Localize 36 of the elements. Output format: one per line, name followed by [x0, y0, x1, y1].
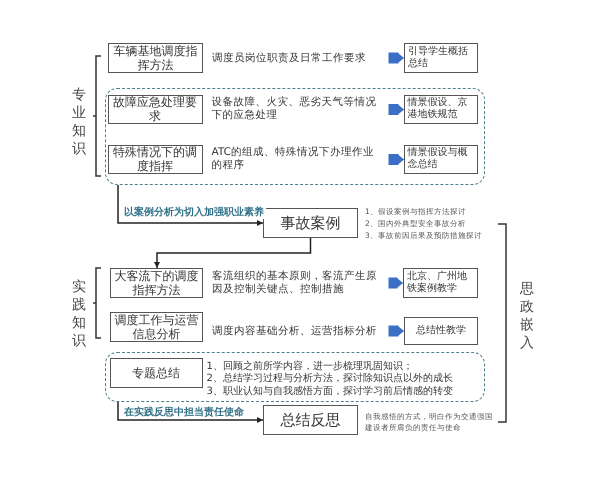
arrow [117, 402, 263, 423]
chevron-arrow [388, 154, 404, 165]
method-box: 情景假设、京港地铁规范 [404, 94, 478, 124]
process-box: 故障应急处理要求 [108, 94, 202, 124]
chevron-arrow [388, 278, 404, 288]
list-item: 1、回顾之前所学内容，进一步梳理巩固知识； [206, 360, 413, 372]
process-box: 总结反思 [263, 405, 358, 435]
arrow [154, 238, 312, 268]
arrow [117, 185, 263, 226]
chevron-arrow [388, 326, 404, 336]
description-text: 调度员岗位职责及日常工作要求 [212, 43, 389, 73]
process-box: 特殊情况下的调度指挥 [108, 144, 202, 174]
list-item: 3、职业认知与自我感悟方面，探讨学习前后情感的转变 [206, 386, 453, 398]
process-box: 调度工作与运营信息分析 [110, 312, 203, 342]
description-text: ATC的组成、特殊情况下办理作业的程序 [212, 144, 388, 174]
dashed-group-frame [105, 352, 485, 402]
method-box: 总结性教学 [404, 317, 478, 345]
edge-label: 在实践反思中担当责任使命 [122, 405, 246, 419]
method-box: 北京、广州地铁案例教学 [403, 268, 478, 298]
side-label: 专业知识 [72, 86, 87, 158]
side-label: 思政嵌入 [520, 280, 535, 352]
process-box: 车辆基地调度指挥方法 [108, 43, 203, 73]
chevron-arrow [388, 52, 404, 64]
process-box: 事故案例 [263, 208, 358, 238]
process-box: 专题总结 [110, 358, 202, 388]
process-box: 大客流下的调度指挥方法 [110, 268, 203, 298]
dashed-group-frame [105, 88, 485, 185]
description-text: 调度内容基础分析、运营指标分析 [212, 317, 389, 345]
description-text: 客流组织的基本原则，客流产生原因及控制关键点、控制措施 [212, 268, 389, 298]
chevron-arrow [388, 104, 404, 115]
edge-label: 以案例分析为切入加强职业素养 [122, 205, 266, 219]
side-label: 实践知识 [72, 278, 87, 350]
method-box: 情景假设与概念总结 [404, 144, 478, 174]
method-box: 引导学生概括总结 [404, 43, 478, 73]
description-text: 设备故障、火灾、恶劣天气等情况下的应急处理 [212, 94, 388, 124]
list-item: 2、总结学习过程与分析方法，探讨除知识点以外的成长 [206, 373, 453, 386]
